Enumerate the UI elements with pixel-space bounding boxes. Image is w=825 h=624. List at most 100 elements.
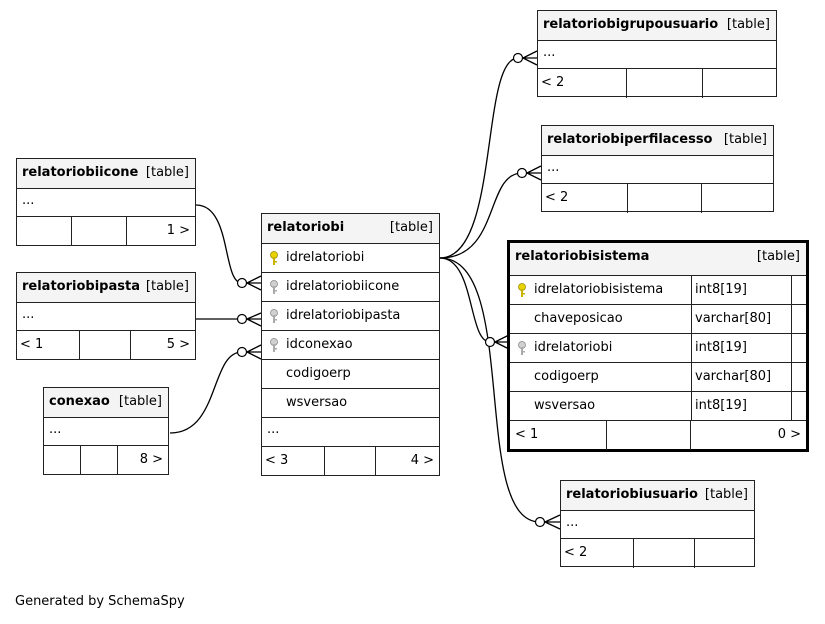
parents-count: < 2 — [538, 69, 627, 98]
column-divider — [791, 276, 792, 304]
table-kind: [table] — [756, 249, 800, 264]
table-kind: [table] — [145, 165, 189, 180]
table-kind: [table] — [145, 279, 189, 294]
parents-count — [17, 217, 72, 246]
table-relatoriobisistema[interactable]: relatoriobisistema [table] idrelatoriobi… — [507, 240, 809, 452]
count-row: < 2 — [561, 539, 754, 568]
primary-key-icon — [518, 283, 526, 297]
column-divider — [791, 334, 792, 362]
column-name: chaveposicao — [534, 311, 623, 326]
table-name: conexao — [49, 394, 110, 409]
column-divider — [791, 392, 792, 420]
column-row: idrelatoriobi int8[19] — [510, 334, 806, 363]
count-row: < 2 — [538, 69, 776, 98]
column-name: idrelatoriobi — [286, 250, 365, 265]
ellipsis-row: ... — [44, 418, 168, 446]
spacer-cell — [634, 539, 695, 568]
column-divider — [691, 392, 692, 420]
table-header: relatoriobigrupousuario [table] — [538, 11, 776, 41]
column-name: codigoerp — [286, 366, 351, 381]
ellipsis-row: ... — [262, 418, 439, 447]
foreign-key-icon — [270, 280, 278, 294]
count-row: < 3 4 > — [262, 447, 439, 476]
table-kind: [table] — [723, 132, 767, 147]
spacer-cell — [325, 447, 376, 476]
column-divider — [691, 276, 692, 304]
column-type: int8[19] — [695, 340, 747, 355]
column-name: codigoerp — [534, 369, 599, 384]
column-divider — [691, 363, 692, 391]
foreign-key-icon — [518, 341, 526, 355]
parents-count: < 2 — [542, 184, 628, 213]
column-row: idrelatoriobi — [262, 244, 439, 273]
table-name: relatoriobiperfilacesso — [547, 132, 713, 147]
column-row: codigoerp — [262, 360, 439, 389]
children-count: 1 > — [166, 223, 190, 238]
spacer-cell — [607, 421, 691, 450]
link-end-circle — [534, 516, 546, 528]
ellipsis-row: ... — [17, 303, 195, 331]
table-header: relatoriobisistema [table] — [510, 243, 806, 276]
table-name: relatoriobigrupousuario — [543, 17, 719, 32]
table-conexao[interactable]: conexao [table] ... 8 > — [43, 387, 169, 475]
table-relatoriobiperfilacesso[interactable]: relatoriobiperfilacesso [table] ... < 2 — [541, 125, 774, 213]
link-relatoriobigrupousuario — [439, 57, 519, 259]
column-row: codigoerp varchar[80] — [510, 363, 806, 392]
column-type: int8[19] — [695, 282, 747, 297]
count-row: < 1 5 > — [17, 331, 195, 360]
column-name: idrelatoriobiicone — [286, 279, 400, 294]
table-header: relatoriobi [table] — [262, 214, 439, 244]
link-end-circle — [236, 346, 248, 358]
link-end-circle — [512, 52, 524, 64]
column-row: wsversao int8[19] — [510, 392, 806, 421]
table-name: relatoriobipasta — [22, 279, 140, 294]
crowsfoot — [526, 165, 542, 181]
column-divider — [691, 305, 692, 333]
link-end-circle — [236, 313, 248, 325]
parents-count: < 1 — [17, 331, 80, 360]
spacer-cell — [627, 69, 703, 98]
ellipsis-row: ... — [542, 156, 773, 184]
column-name: idrelatoriobisistema — [534, 282, 664, 297]
count-row: 1 > — [17, 217, 195, 246]
table-relatoriobiusuario[interactable]: relatoriobiusuario [table] ... < 2 — [560, 480, 755, 568]
table-relatoriobi[interactable]: relatoriobi [table] idrelatoriobi idrela… — [261, 213, 440, 476]
column-row: idrelatoriobipasta — [262, 302, 439, 331]
column-row: wsversao — [262, 389, 439, 418]
link-end-circle — [516, 167, 528, 179]
table-header: conexao [table] — [44, 388, 168, 418]
spacer-cell — [81, 446, 118, 475]
crowsfoot — [246, 275, 262, 291]
table-kind: [table] — [704, 487, 748, 502]
children-count — [703, 69, 776, 98]
link-relatoriobiicone — [195, 204, 243, 284]
link-relatoriobiusuario — [439, 257, 541, 523]
parents-count: < 1 — [510, 421, 607, 450]
column-name: idconexao — [286, 337, 353, 352]
table-header: relatoriobiperfilacesso [table] — [542, 126, 773, 156]
ellipsis-row: ... — [17, 189, 195, 217]
table-kind: [table] — [389, 220, 433, 235]
table-header: relatoriobipasta [table] — [17, 273, 195, 303]
children-count — [702, 184, 773, 213]
parents-count — [44, 446, 81, 475]
table-kind: [table] — [118, 394, 162, 409]
count-row: < 1 0 > — [510, 421, 806, 450]
column-row: idconexao — [262, 331, 439, 360]
link-end-circle — [484, 336, 496, 348]
children-count — [695, 539, 754, 568]
column-row: chaveposicao varchar[80] — [510, 305, 806, 334]
table-relatoriobigrupousuario[interactable]: relatoriobigrupousuario [table] ... < 2 — [537, 10, 777, 98]
count-row: < 2 — [542, 184, 773, 213]
column-type: varchar[80] — [695, 311, 772, 326]
ellipsis-row: ... — [538, 41, 776, 69]
column-name: idrelatoriobipasta — [286, 308, 401, 323]
crowsfoot — [494, 334, 510, 350]
table-relatoriobipasta[interactable]: relatoriobipasta [table] ... < 1 5 > — [16, 272, 196, 360]
column-name: wsversao — [286, 395, 348, 410]
table-relatoriobiicone[interactable]: relatoriobiicone [table] ... 1 > — [16, 158, 196, 246]
generated-by-footer: Generated by SchemaSpy — [15, 594, 185, 609]
children-count: 4 > — [410, 453, 434, 468]
link-relatoriobisistema — [439, 257, 491, 343]
